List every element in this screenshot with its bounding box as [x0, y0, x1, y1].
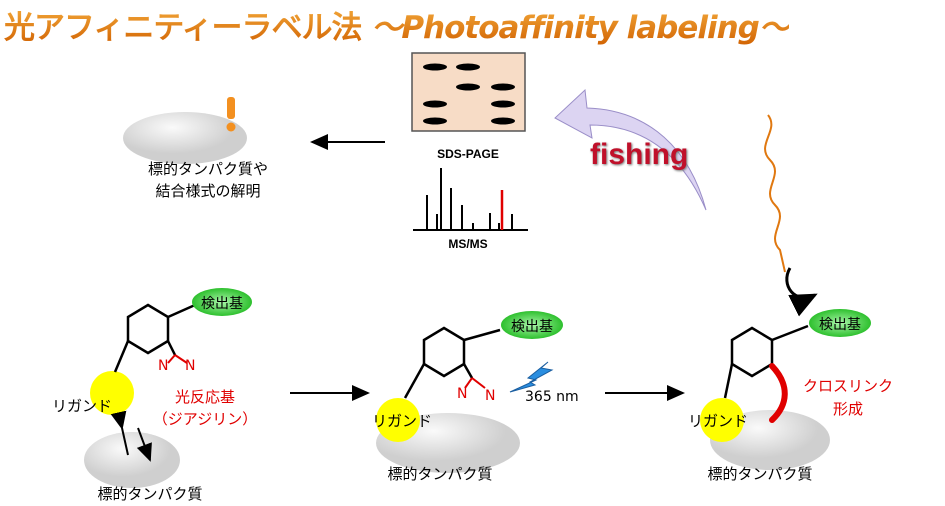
ligand-label-2: リガンド	[372, 412, 433, 430]
n-label-2a: N	[457, 386, 468, 402]
protein-blob-result	[123, 112, 247, 164]
ms-spectrum	[413, 168, 528, 231]
hook-icon	[785, 267, 818, 317]
benzene-ring-3	[730, 326, 774, 378]
crosslink-bond	[769, 363, 788, 423]
photo-group-label: 光反応基	[174, 388, 236, 406]
wavelength-label: 365 nm	[525, 389, 579, 405]
ligand-label-1: リガンド	[52, 397, 113, 415]
benzene-ring-2	[422, 326, 466, 378]
detect-label-3: 検出基	[819, 317, 861, 333]
protein-label-3: 標的タンパク質	[707, 465, 813, 483]
n-label-2b: N	[485, 388, 496, 404]
ms-ms-label: MS/MS	[448, 237, 488, 251]
lightning-icon	[509, 361, 554, 393]
fishing-line	[764, 114, 786, 273]
gel-bands	[423, 63, 515, 125]
crosslink-label-1: クロスリンク	[802, 377, 894, 395]
n-label-1b: N	[185, 358, 196, 374]
sds-page-label: SDS-PAGE	[437, 147, 499, 161]
protein-label-1: 標的タンパク質	[97, 485, 203, 503]
protein-blob-1	[84, 432, 180, 488]
benzene-ring-1	[126, 303, 170, 355]
detect-label-1: 検出基	[201, 296, 243, 312]
result-line2: 結合様式の解明	[155, 182, 261, 200]
ligand-circle-3	[700, 398, 744, 442]
fishing-label: fishing	[590, 138, 689, 171]
detect-label-2: 検出基	[511, 319, 553, 335]
ligand-circle-2	[376, 398, 420, 442]
detect-group-2	[501, 311, 563, 339]
exclamation-icon	[226, 97, 236, 132]
detect-group-3	[809, 309, 871, 337]
ligand-label-3: リガンド	[688, 412, 749, 430]
crosslink-label-2: 形成	[832, 400, 864, 418]
result-line1: 標的タンパク質や	[147, 160, 269, 178]
detect-group-1	[192, 288, 252, 316]
fishing-arrow	[554, 88, 707, 211]
n-label-1a: N	[158, 358, 169, 374]
protein-label-2: 標的タンパク質	[387, 465, 493, 483]
ligand-circle-1	[90, 371, 134, 415]
diazirine-label: （ジアジリン）	[152, 410, 258, 428]
